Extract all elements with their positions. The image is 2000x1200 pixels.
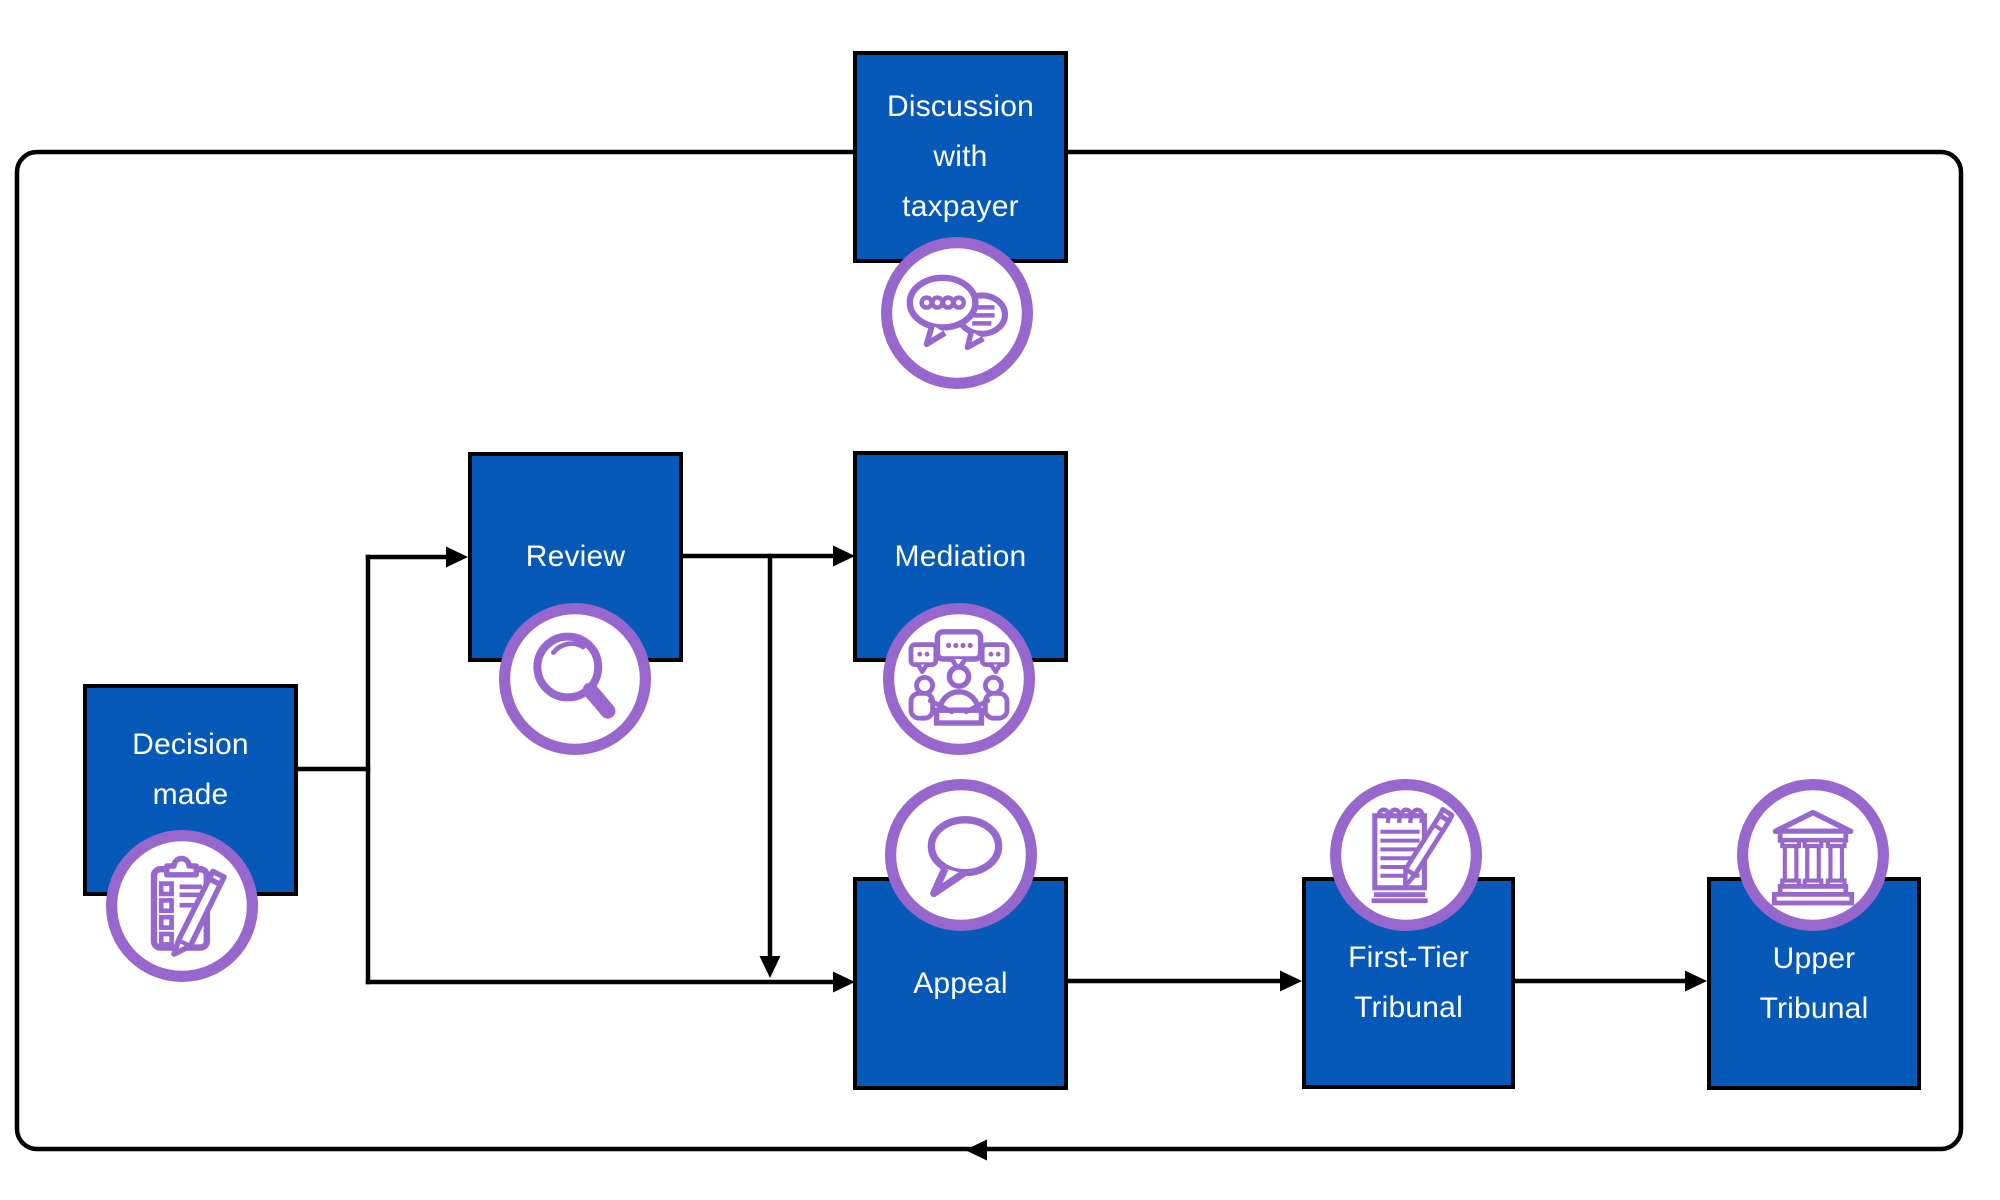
node-discussion-with-taxpayer: Discussion with taxpayer [853, 51, 1068, 263]
node-appeal: Appeal [853, 877, 1068, 1090]
node-decision-label: Decision made [132, 728, 249, 811]
node-first-tier-label: First-Tier Tribunal [1348, 941, 1469, 1024]
arrowhead-first-tier [1280, 970, 1302, 992]
node-mediation-label: Mediation [894, 539, 1027, 573]
node-review-label: Review [525, 540, 626, 573]
arrowhead-review-appeal [759, 956, 781, 978]
node-discussion-label: Discussion with taxpayer [886, 90, 1035, 223]
arrowhead-upper [1685, 970, 1707, 992]
meeting-people-icon [883, 603, 1035, 755]
node-appeal-label: Appeal [913, 966, 1008, 1000]
speech-bubbles-icon [881, 237, 1033, 389]
arrowhead-appeal [833, 971, 855, 993]
courthouse-icon [1737, 779, 1889, 931]
magnifier-icon [499, 603, 651, 755]
speech-bubble-icon [885, 779, 1037, 931]
return-loop-arrowhead [965, 1139, 987, 1161]
arrowhead-review [446, 546, 468, 568]
node-upper-label: Upper Tribunal [1759, 941, 1869, 1025]
notepad-pen-icon [1330, 779, 1482, 931]
arrowhead-mediation [833, 545, 855, 567]
clipboard-pencil-icon [106, 830, 258, 982]
